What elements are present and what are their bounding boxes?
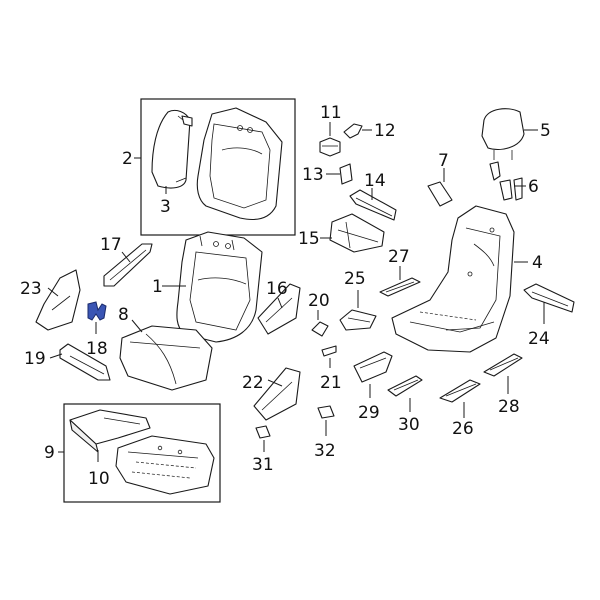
part-10-cushion-pad[interactable] xyxy=(69,409,151,462)
part-3-back-panel[interactable] xyxy=(151,109,193,194)
part-22-side-trim[interactable] xyxy=(253,367,301,421)
part-9-cushion-assembly[interactable] xyxy=(115,435,215,495)
part-6-headrest-guides[interactable] xyxy=(489,161,526,201)
part-4-seat-frame[interactable] xyxy=(391,205,528,353)
group-box-cushion xyxy=(63,403,221,503)
callout-16: 16 xyxy=(266,279,288,299)
part-25-track-cover[interactable] xyxy=(339,290,377,331)
part-24-bracket[interactable] xyxy=(523,283,575,324)
callout-20: 20 xyxy=(308,291,330,311)
part-19-lower-trim[interactable] xyxy=(49,343,111,381)
callout-28: 28 xyxy=(498,397,520,417)
callout-29: 29 xyxy=(358,403,380,423)
callout-8: 8 xyxy=(118,305,129,325)
part-11-knob[interactable] xyxy=(319,122,341,157)
part-5-headrest[interactable] xyxy=(481,108,538,160)
part-20-clip[interactable] xyxy=(311,310,329,337)
callout-32: 32 xyxy=(314,441,336,461)
callout-13: 13 xyxy=(302,165,324,185)
callout-1: 1 xyxy=(152,277,163,297)
part-30-cover[interactable] xyxy=(387,375,423,412)
part-18-bracket[interactable] xyxy=(87,301,107,334)
part-27-track-cover[interactable] xyxy=(379,266,421,297)
callout-12: 12 xyxy=(374,121,396,141)
callout-10: 10 xyxy=(88,469,110,489)
callout-6: 6 xyxy=(528,177,539,197)
part-28-track-cover[interactable] xyxy=(483,353,523,394)
part-21-clip[interactable] xyxy=(321,345,337,368)
part-23-side-trim[interactable] xyxy=(35,269,81,331)
callout-26: 26 xyxy=(452,419,474,439)
callout-7: 7 xyxy=(438,151,449,171)
callout-2: 2 xyxy=(122,149,133,169)
callout-30: 30 xyxy=(398,415,420,435)
part-32-clip[interactable] xyxy=(317,405,335,436)
callout-11: 11 xyxy=(320,103,342,123)
part-29-cover[interactable] xyxy=(353,351,393,398)
part-16-side-panel[interactable] xyxy=(257,283,301,335)
callout-23: 23 xyxy=(20,279,42,299)
callout-4: 4 xyxy=(532,253,543,273)
callout-31: 31 xyxy=(252,455,274,475)
callout-21: 21 xyxy=(320,373,342,393)
callout-17: 17 xyxy=(100,235,122,255)
callout-19: 19 xyxy=(24,349,46,369)
callout-27: 27 xyxy=(388,247,410,267)
callout-18: 18 xyxy=(86,339,108,359)
callout-22: 22 xyxy=(242,373,264,393)
callout-15: 15 xyxy=(298,229,320,249)
part-1-seatback[interactable] xyxy=(162,231,263,343)
part-17-trim-strip[interactable] xyxy=(103,243,153,287)
part-14-bracket[interactable] xyxy=(349,188,397,221)
part-7-handle[interactable] xyxy=(427,168,453,207)
part-26-track-cover[interactable] xyxy=(439,379,481,418)
callout-3: 3 xyxy=(160,197,171,217)
part-2-seatback-cover[interactable] xyxy=(196,107,283,221)
part-12-clip[interactable] xyxy=(343,123,372,139)
callout-9: 9 xyxy=(44,443,55,463)
callout-5: 5 xyxy=(540,121,551,141)
part-8-seat-cushion[interactable] xyxy=(119,319,213,391)
part-31-clip[interactable] xyxy=(255,425,271,452)
part-15-mechanism[interactable] xyxy=(320,213,385,253)
callout-24: 24 xyxy=(528,329,550,349)
part-13-clip[interactable] xyxy=(326,163,353,185)
callout-14: 14 xyxy=(364,171,386,191)
callout-25: 25 xyxy=(344,269,366,289)
